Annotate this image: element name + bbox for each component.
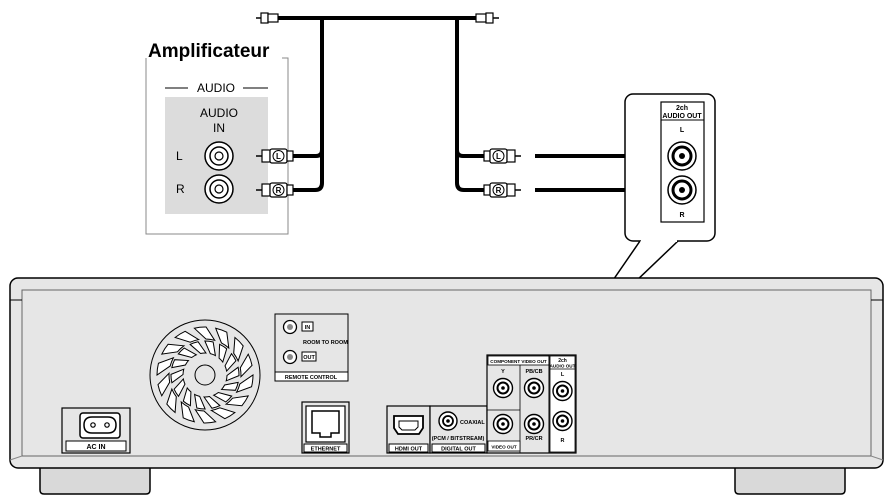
player-audio-out-left: L (561, 372, 565, 378)
fan-slot (224, 352, 237, 373)
fan-slot (189, 341, 207, 354)
fan-hub (194, 364, 216, 386)
video-out-label: VIDEO OUT (491, 445, 516, 450)
video-out-jack[interactable] (492, 413, 514, 435)
component-video-out-label: COMPONENT VIDEO OUT (490, 359, 547, 364)
remote-out-mark: OUT (303, 355, 315, 361)
plug-left-mark-2: L (496, 152, 501, 161)
pcm-bitstream-label: (PCM / BITSTREAM) (432, 436, 485, 442)
fan-slot (170, 368, 185, 384)
fan-slot (209, 407, 236, 420)
plug-right-mark-2: R (496, 186, 502, 195)
player-rear-panel: AC IN REMOTE CONTROL IN ROOM TO ROOM OUT (9, 277, 884, 495)
amplifier-audio-in-label: AUDIO (200, 106, 238, 120)
rca-plug-top-left (256, 12, 279, 24)
remote-control-section: REMOTE CONTROL IN ROOM TO ROOM OUT (274, 313, 349, 382)
zoom-left-jack[interactable] (667, 141, 697, 171)
zoom-panel-title: 2ch (676, 105, 688, 112)
ethernet-label: ETHERNET (311, 447, 341, 453)
remote-out-jack[interactable] (282, 349, 298, 365)
amplifier: Amplificateur AUDIO AUDIO IN L R (145, 41, 289, 235)
fan-slot (171, 359, 190, 369)
rca-plug-amp-left: L (256, 148, 294, 164)
fan-slot (173, 377, 186, 398)
fan-slot (214, 327, 230, 350)
zoom-right-label: R (679, 212, 684, 219)
fan-slot (204, 340, 217, 357)
amplifier-audio-section-label: AUDIO (197, 81, 235, 95)
player-audio-out-label-2: AUDIO OUT (550, 364, 576, 369)
amplifier-left-jack[interactable] (204, 141, 234, 171)
amplifier-audio-in-label-2: IN (213, 121, 225, 135)
fan-slot (203, 396, 221, 409)
amplifier-right-jack[interactable] (204, 174, 234, 204)
room-to-room-label: ROOM TO ROOM (303, 340, 348, 346)
fan-slot (220, 381, 239, 391)
video-audio-out-section: COMPONENT VIDEO OUT Y PB/CB PR/CR VIDEO … (486, 354, 577, 454)
player-foot-right (734, 465, 846, 495)
player-audio-out-left-jack[interactable] (552, 380, 573, 402)
fan-slot (239, 353, 253, 379)
coaxial-jack[interactable] (438, 411, 458, 431)
player-foot-left (39, 465, 151, 495)
rca-plug-top-right (475, 12, 499, 24)
fan-slot (180, 400, 196, 423)
player-audio-out-panel (549, 355, 576, 453)
fan-slot (225, 366, 240, 382)
ac-in-socket[interactable]: AC IN (61, 407, 131, 454)
y-label: Y (501, 369, 505, 375)
amplifier-left-label: L (176, 149, 183, 163)
digital-out-section: COAXIAL (PCM / BITSTREAM) DIGITAL OUT (429, 405, 488, 454)
fan-slot (156, 356, 175, 376)
fan-slot (157, 371, 171, 397)
fan-slot (193, 326, 216, 342)
rca-plug-player-left: L (483, 148, 521, 164)
fan-slot (193, 393, 206, 410)
audio-cable (278, 16, 668, 192)
ac-in-label: AC IN (86, 444, 105, 451)
hdmi-out-label: HDMI OUT (395, 447, 423, 453)
amplifier-title: Amplificateur (148, 41, 270, 62)
remote-in-jack[interactable] (282, 319, 298, 335)
fan-slot (166, 387, 177, 414)
component-pr-jack[interactable] (523, 413, 545, 435)
fan-slot (218, 343, 228, 364)
ethernet-port[interactable]: ETHERNET (301, 401, 350, 454)
rca-plug-player-right: R (483, 182, 521, 198)
fan-slot (233, 336, 244, 363)
remote-in-mark: IN (305, 325, 311, 331)
pr-cr-label: PR/CR (525, 436, 542, 442)
plug-left-mark: L (276, 152, 281, 161)
zoom-panel-title-2: AUDIO OUT (662, 113, 702, 120)
fan-slot (194, 408, 217, 424)
player-audio-out-right: R (561, 438, 565, 444)
zoom-left-label: L (680, 127, 685, 134)
fan-slot (235, 374, 254, 394)
coaxial-label: COAXIAL (460, 420, 485, 426)
hdmi-out-port[interactable]: HDMI OUT (386, 405, 431, 454)
digital-out-label: DIGITAL OUT (441, 447, 476, 453)
fan-slot (174, 330, 201, 343)
component-pb-jack[interactable] (523, 377, 545, 399)
fan-slot (224, 395, 250, 407)
fan-slot (160, 343, 186, 355)
amplifier-right-label: R (176, 182, 185, 196)
zoom-right-jack[interactable] (667, 175, 697, 205)
fan-slot (177, 347, 198, 359)
fan-slot (212, 391, 233, 403)
player-audio-out-right-jack[interactable] (552, 410, 573, 432)
fan-slot (182, 386, 192, 407)
rca-plug-amp-right: R (256, 182, 294, 198)
player-audio-out-label: 2ch (558, 358, 567, 364)
remote-control-label: REMOTE CONTROL (285, 375, 338, 381)
fan-grille (149, 319, 261, 431)
component-y-jack[interactable] (492, 377, 514, 399)
pb-cb-label: PB/CB (525, 369, 542, 375)
plug-right-mark: R (276, 186, 282, 195)
